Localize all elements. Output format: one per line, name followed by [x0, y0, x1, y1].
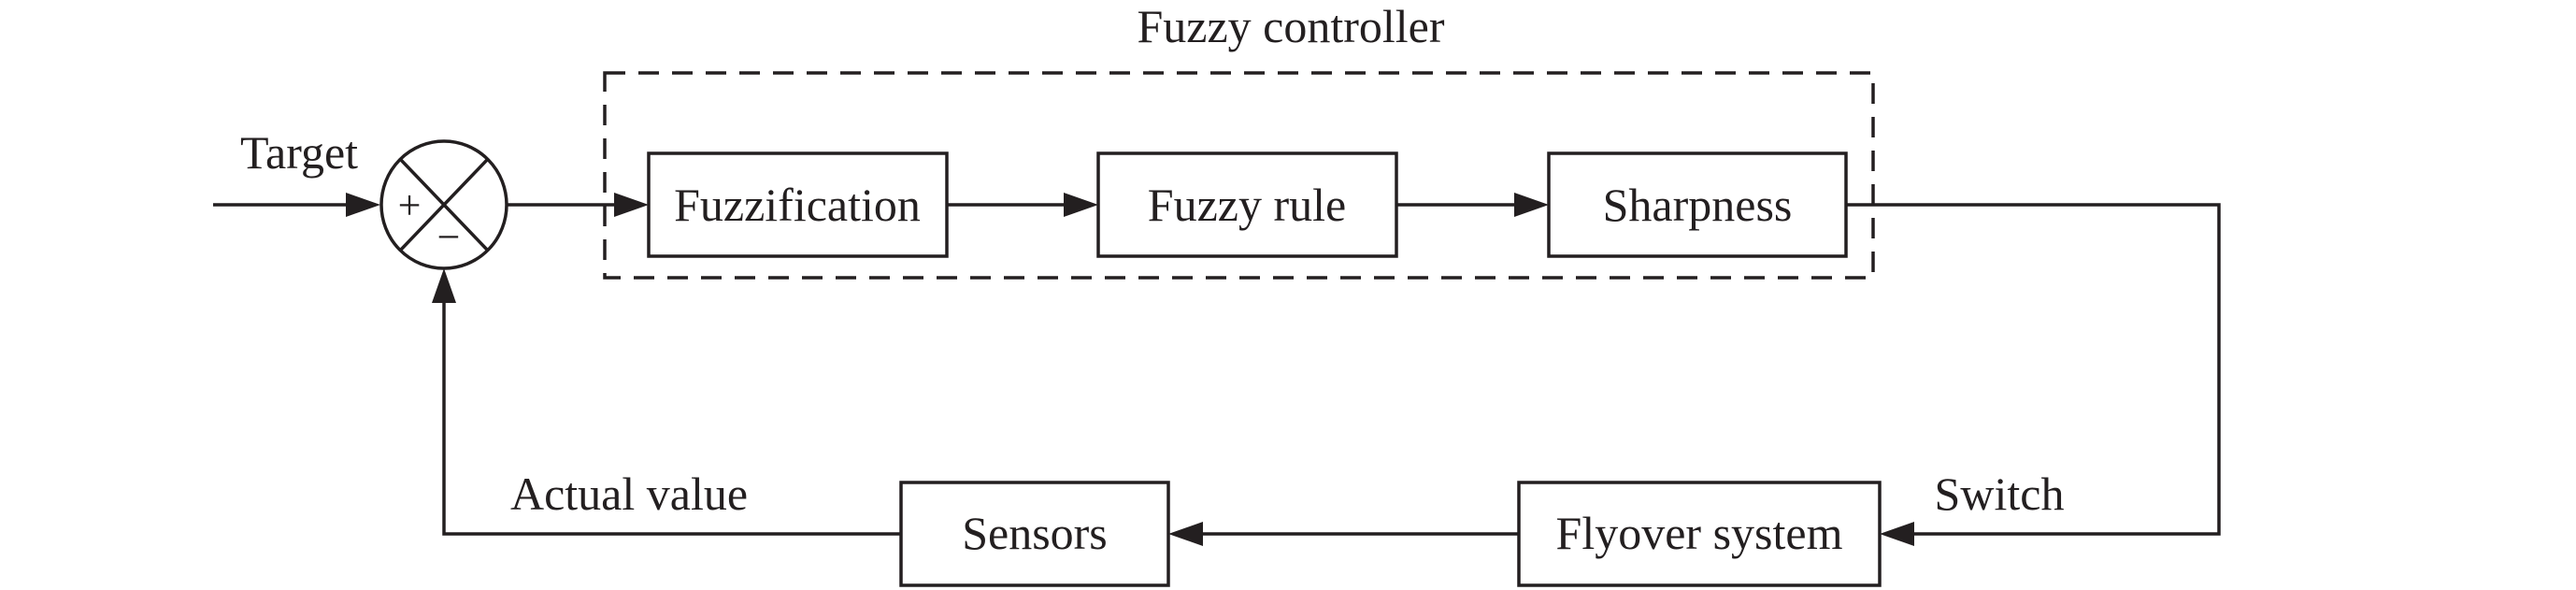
- fuzzification-label: Fuzzification: [674, 179, 921, 231]
- summing-junction: + −: [379, 139, 508, 270]
- feedback-arrowhead: [432, 268, 456, 303]
- summing-junction-cross-b: [398, 157, 490, 252]
- junction-to-fuzzification-arrowhead: [614, 193, 649, 217]
- fuzzification-to-rule-arrowhead: [1064, 193, 1098, 217]
- fuzzification-block: Fuzzification: [647, 151, 949, 258]
- sharpness-block: Sharpness: [1547, 151, 1848, 258]
- sensors-block: Sensors: [899, 481, 1170, 587]
- flyover-system-label: Flyover system: [1556, 507, 1843, 559]
- plus-sign: +: [398, 182, 422, 228]
- controller-output-line: [1846, 203, 2221, 536]
- feedback-line: [442, 289, 901, 536]
- sharpness-label: Sharpness: [1603, 179, 1793, 231]
- target-label: Target: [240, 126, 358, 179]
- actual-value-label: Actual value: [510, 468, 748, 520]
- rule-to-sharpness-arrowhead: [1514, 193, 1549, 217]
- switch-arrowhead: [1880, 522, 1914, 546]
- target-arrowhead: [346, 193, 380, 217]
- flyover-to-sensors-arrowhead: [1168, 522, 1203, 546]
- switch-label: Switch: [1935, 468, 2065, 520]
- sensors-label: Sensors: [962, 507, 1108, 559]
- flyover-system-block: Flyover system: [1517, 481, 1882, 587]
- fuzzy-controller-title: Fuzzy controller: [1137, 0, 1444, 52]
- fuzzy-rule-label: Fuzzy rule: [1148, 179, 1346, 231]
- fuzzy-rule-block: Fuzzy rule: [1096, 151, 1398, 258]
- minus-sign: −: [437, 214, 461, 260]
- fuzzy-controller-boundary: [603, 71, 1875, 280]
